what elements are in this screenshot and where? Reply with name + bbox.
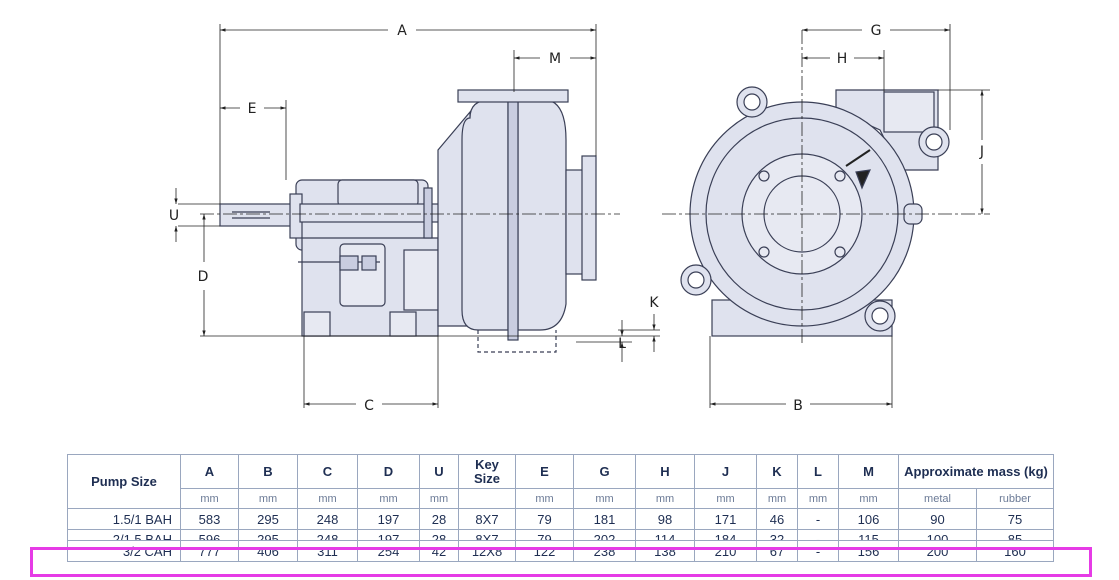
value-cell: 75	[976, 508, 1054, 530]
dim-label-k: K	[649, 295, 659, 311]
pump-size-cell: 2/1.5 BAH	[112, 532, 172, 540]
header-approx-mass: Approximate mass (kg)	[898, 454, 1054, 489]
dim-label-g: G	[871, 23, 882, 39]
table-row-highlighted: 3/2 CAH 777 406 311 254 42 12X8 122 238 …	[67, 540, 1054, 562]
header-j: J	[694, 454, 757, 489]
value-cell: 106	[838, 508, 899, 530]
header-a: A	[180, 454, 239, 489]
shaft	[219, 203, 301, 227]
header-d: D	[357, 454, 420, 489]
value-cell: 248	[297, 508, 358, 530]
table-row: 1.5/1 BAH 583 295 248 197 28 8X7 79 181 …	[67, 508, 1054, 530]
pump-dimension-drawing: A M E U D C K L B G H J	[169, 23, 990, 414]
value-cell: 28	[431, 532, 447, 540]
value-cell: 197	[377, 532, 400, 540]
unit-cell: metal	[898, 488, 977, 509]
dim-label-l: L	[618, 336, 626, 352]
header-h: H	[635, 454, 695, 489]
unit-cell: mm	[297, 488, 358, 509]
value-cell: 46	[756, 508, 798, 530]
value-cell: 184	[714, 532, 737, 540]
value-cell: 98	[635, 508, 695, 530]
dim-label-a: A	[397, 23, 407, 39]
unit-cell: mm	[797, 488, 839, 509]
value-cell: 295	[257, 532, 279, 540]
table-row: 2/1.5 BAH 596 295 248 197 28 8X7 79 202 …	[67, 529, 1054, 541]
unit-cell: mm	[180, 488, 239, 509]
value-cell: 171	[694, 508, 757, 530]
value-cell: -	[815, 532, 821, 540]
header-u: U	[419, 454, 459, 489]
dim-label-e: E	[248, 101, 257, 117]
dim-label-m: M	[549, 51, 561, 67]
dim-label-d: D	[198, 269, 209, 285]
value-cell: 114	[654, 532, 676, 540]
pump-size-cell: 1.5/1 BAH	[67, 508, 181, 530]
header-l: L	[797, 454, 839, 489]
unit-cell: mm	[694, 488, 757, 509]
value-cell: 8X7	[458, 508, 516, 530]
value-cell: 32	[769, 532, 785, 540]
unit-cell: rubber	[976, 488, 1054, 509]
value-cell: 238	[573, 540, 636, 562]
header-b: B	[238, 454, 298, 489]
dim-label-h: H	[837, 51, 848, 67]
unit-cell: mm	[756, 488, 798, 509]
pump-casing	[461, 99, 509, 331]
value-cell: 202	[593, 532, 616, 540]
header-c: C	[297, 454, 358, 489]
side-view	[219, 89, 597, 353]
dim-label-c: C	[364, 398, 374, 414]
unit-cell: mm	[515, 488, 574, 509]
value-cell: 90	[898, 508, 977, 530]
value-cell: 181	[573, 508, 636, 530]
header-key-size: Key Size	[458, 454, 516, 489]
table-units-row: mm mm mm mm mm mm mm mm mm mm mm mm meta…	[68, 488, 1054, 509]
front-view	[680, 86, 950, 337]
unit-cell: mm	[419, 488, 459, 509]
header-g: G	[573, 454, 636, 489]
value-cell: 248	[316, 532, 339, 540]
discharge-flange	[457, 89, 569, 103]
value-cell: 583	[180, 508, 239, 530]
dim-label-b: B	[793, 398, 803, 414]
unit-cell	[458, 488, 516, 509]
value-cell: 138	[635, 540, 695, 562]
header-e: E	[515, 454, 574, 489]
value-cell: 197	[357, 508, 420, 530]
pump-dimension-table: Pump Size A B C D U Key Size E G H J K L…	[67, 454, 1054, 562]
dim-label-j: J	[979, 144, 984, 160]
unit-cell: mm	[357, 488, 420, 509]
value-cell: -	[797, 508, 839, 530]
header-k: K	[756, 454, 798, 489]
value-cell: 115	[858, 532, 879, 540]
unit-cell: mm	[238, 488, 298, 509]
value-cell: 79	[537, 532, 552, 540]
row-highlight-box	[30, 547, 1092, 577]
table-header-row: Pump Size A B C D U Key Size E G H J K L…	[67, 454, 1054, 509]
value-cell: 79	[515, 508, 574, 530]
header-m: M	[838, 454, 899, 489]
value-cell: 8X7	[475, 532, 499, 540]
value-cell: 28	[419, 508, 459, 530]
unit-cell: mm	[573, 488, 636, 509]
unit-cell: mm	[838, 488, 899, 509]
dim-label-u: U	[169, 208, 179, 224]
value-cell: 311	[297, 540, 358, 562]
value-cell: 295	[238, 508, 298, 530]
value-cell: 596	[198, 532, 221, 540]
dimension-lines	[174, 24, 990, 408]
value-cell: 85	[1007, 532, 1023, 540]
unit-cell: mm	[635, 488, 695, 509]
value-cell: 100	[926, 532, 949, 540]
header-pump-size: Pump Size	[67, 454, 181, 509]
value-cell: 777	[180, 540, 239, 562]
